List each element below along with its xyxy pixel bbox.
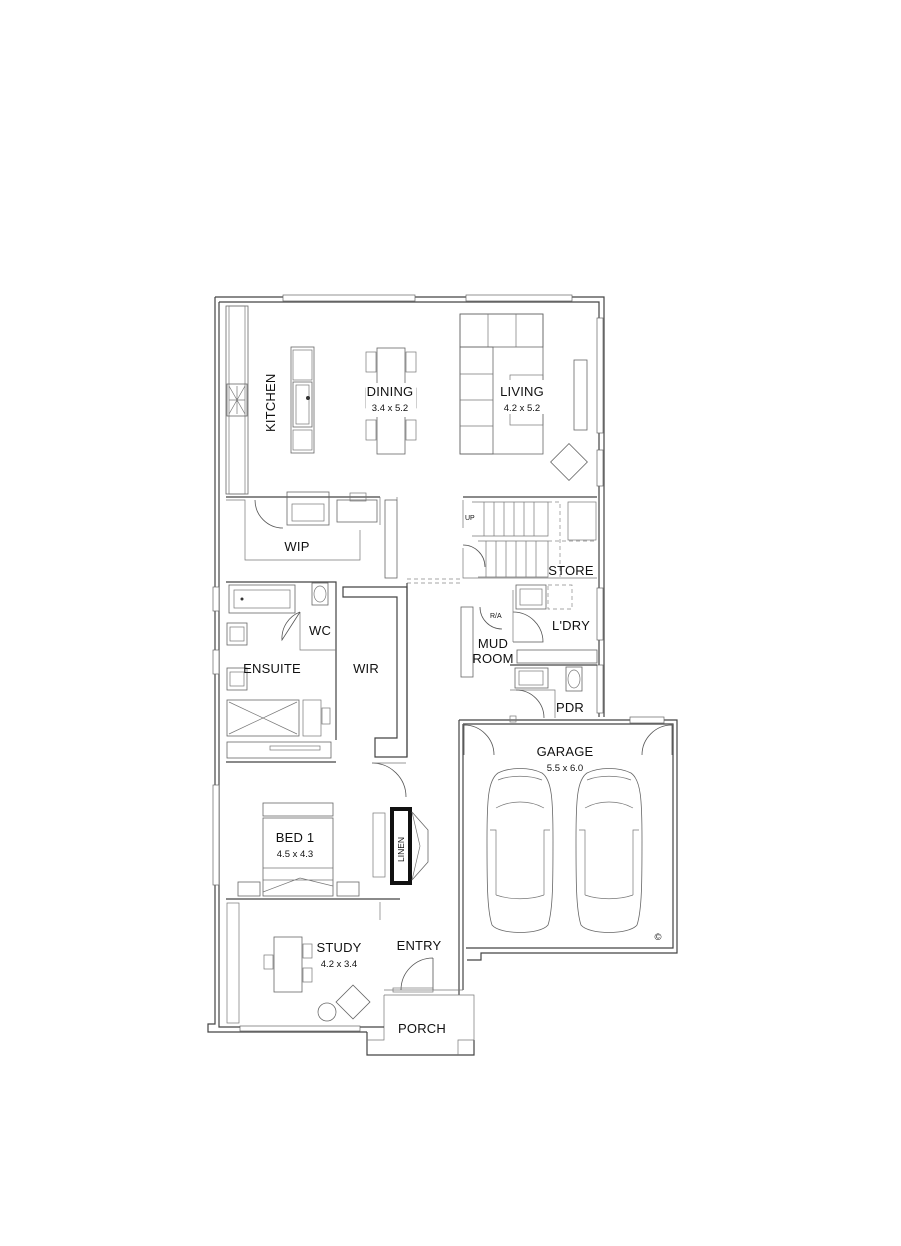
- ensuite-label: ENSUITE: [243, 661, 301, 676]
- dining-label: DINING: [367, 384, 414, 399]
- stair-up-label: UP: [465, 515, 475, 522]
- wip-area: [226, 491, 398, 579]
- garage-dimensions: 5.5 x 6.0: [547, 763, 583, 774]
- ensuite-area: [226, 581, 337, 759]
- wir-label: WIR: [353, 661, 379, 676]
- stair-area: [462, 496, 597, 579]
- car-icon: [575, 768, 643, 933]
- living-dimensions: 4.2 x 5.2: [504, 403, 540, 414]
- linen-label: LINEN: [396, 837, 406, 862]
- ldry-label: L'DRY: [552, 618, 590, 633]
- windows: [212, 294, 665, 1032]
- study-label: STUDY: [316, 940, 361, 955]
- store-label: STORE: [548, 563, 594, 578]
- bed1-dimensions: 4.5 x 4.3: [277, 849, 313, 860]
- mud-room-label-line2: ROOM: [472, 651, 513, 666]
- mud-room-label-line1: MUD: [478, 636, 508, 651]
- outer-walls: [207, 296, 678, 1056]
- ra-label: R/A: [490, 613, 502, 620]
- kitchen-area: [225, 305, 315, 495]
- bed1-label: BED 1: [276, 830, 315, 845]
- wip-label: WIP: [284, 539, 309, 554]
- pdr-label: PDR: [556, 700, 584, 715]
- car-icon: [486, 768, 554, 933]
- wc-label: WC: [309, 623, 331, 638]
- entry-label: ENTRY: [397, 938, 442, 953]
- study-area: [226, 902, 371, 1024]
- wir-area: [342, 583, 408, 798]
- hall-dashed-line: [407, 578, 463, 584]
- garage-area: [463, 724, 673, 933]
- copyright-symbol: ©: [655, 932, 662, 943]
- study-dimensions: 4.2 x 3.4: [321, 959, 357, 970]
- bed1-area: [226, 761, 429, 920]
- dining-dimensions: 3.4 x 5.2: [372, 403, 408, 414]
- porch-label: PORCH: [398, 1021, 446, 1036]
- linen-cupboard: [390, 807, 412, 885]
- laundry-area: [460, 584, 598, 723]
- kitchen-label: KITCHEN: [263, 374, 278, 432]
- entry-area: [392, 957, 434, 993]
- living-label: LIVING: [500, 384, 544, 399]
- garage-label: GARAGE: [537, 744, 594, 759]
